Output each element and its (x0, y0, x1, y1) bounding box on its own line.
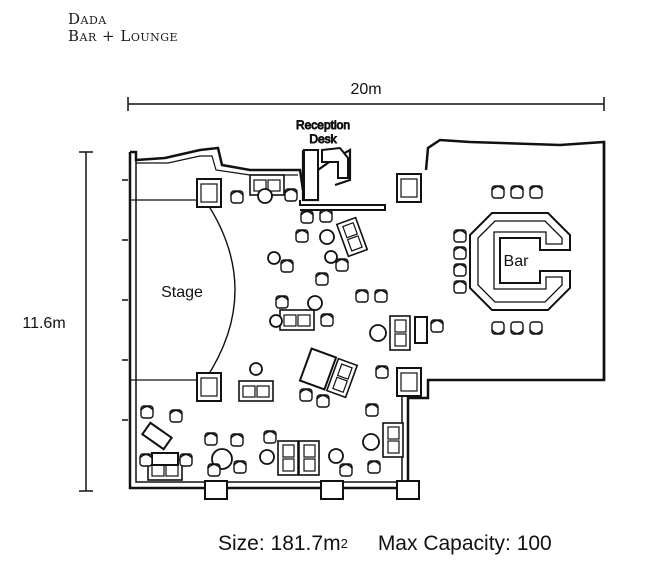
venue-summary: Size: 181.7m2 Max Capacity: 100 (218, 532, 552, 556)
reception-label-line1: Reception (296, 118, 350, 132)
bar-label: Bar (504, 253, 530, 270)
round-tables (211, 188, 387, 470)
height-dimension: 11.6m (22, 151, 93, 492)
stage: Stage (130, 199, 236, 381)
height-label: 11.6m (22, 315, 65, 332)
reception-desk: Reception Desk (295, 118, 352, 202)
width-label: 20m (350, 81, 381, 98)
reception-label-line2: Desk (309, 132, 337, 146)
brand-line-1: Dada (68, 10, 107, 28)
width-dimension: 20m (127, 81, 605, 111)
bar-counter: Bar (469, 212, 571, 311)
brand-line-2: Bar + Lounge (68, 27, 179, 45)
size-label: Size: 181.7m (218, 532, 341, 555)
size-unit-superscript: 2 (340, 536, 348, 551)
capacity-label: Max Capacity: 100 (377, 532, 552, 555)
rect-tables (140, 316, 428, 466)
stage-label: Stage (161, 284, 203, 301)
venue-logo: Dada Bar + Lounge (68, 12, 178, 44)
pillars (196, 173, 422, 500)
